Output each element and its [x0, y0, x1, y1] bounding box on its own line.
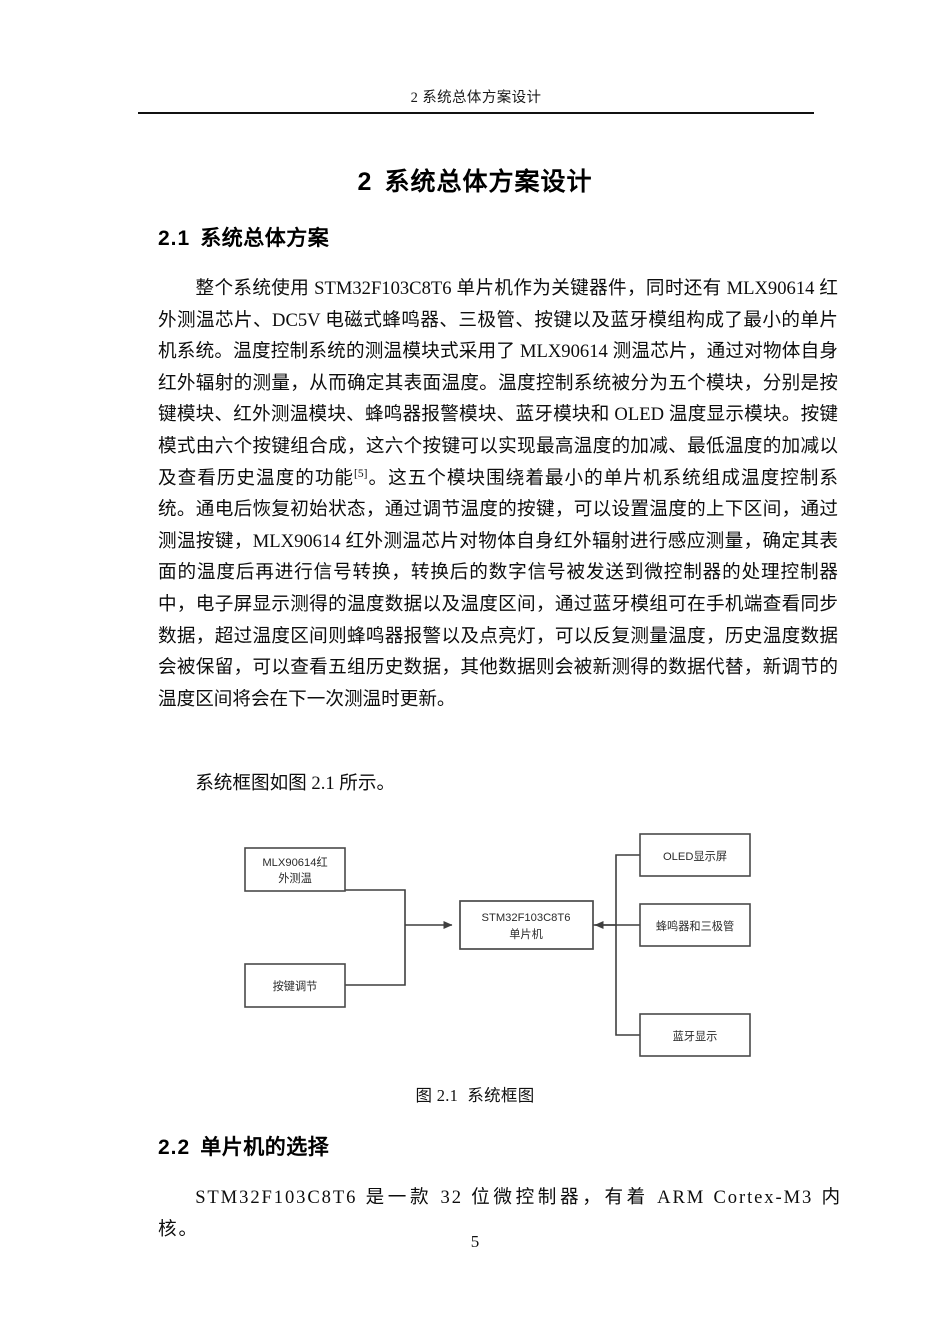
paragraph-system-overview: 整个系统使用 STM32F103C8T6 单片机作为关键器件，同时还有 MLX9… [158, 273, 838, 715]
page-number: 5 [470, 1232, 480, 1251]
running-header: 2 系统总体方案设计 [410, 90, 542, 106]
header-rule [138, 112, 814, 114]
diagram-box-oled: OLED显示屏 [639, 833, 751, 877]
diagram-box-sensor: MLX90614红 外测温 [244, 847, 346, 892]
section-heading-2-1: 2.1 系统总体方案 [158, 222, 329, 252]
section-number-2-1: 2.1 [158, 227, 191, 250]
figure-reference-text: 系统框图如图 2.1 所示。 [195, 773, 396, 794]
chapter-title: 2 系统总体方案设计 [0, 162, 950, 198]
section-title-2-1: 系统总体方案 [200, 227, 330, 250]
section-heading-2-2: 2.2 单片机的选择 [158, 1131, 329, 1161]
paragraph-part-b: 。这五个模块围绕着最小的单片机系统组成温度控制系统。通电后恢复初始状态，通过调节… [158, 467, 838, 710]
diagram-box-buzzer: 蜂鸣器和三极管 [639, 903, 751, 947]
figure-caption-text: 系统框图 [467, 1086, 535, 1105]
citation-marker: [5] [354, 467, 368, 480]
diagram-box-mcu-label-line2: 单片机 [509, 927, 543, 941]
figure-caption: 图 2.1 系统框图 [0, 1082, 950, 1106]
diagram-box-sensor-label-line1: MLX90614红 [262, 856, 327, 869]
paragraph-mcu-selection: STM32F103C8T6 是一款 32 位微控制器，有着 ARM Cortex… [158, 1182, 842, 1245]
diagram-box-oled-label: OLED显示屏 [663, 850, 727, 863]
paragraph-part-a: 整个系统使用 STM32F103C8T6 单片机作为关键器件，同时还有 MLX9… [158, 278, 838, 489]
system-block-diagram: MLX90614红 外测温 按键调节 STM32F103C8T6 单片机 OLE… [0, 818, 950, 1078]
connector-outputs-to-mcu [593, 854, 640, 1036]
section-title-2-2: 单片机的选择 [200, 1136, 330, 1159]
diagram-box-bluetooth: 蓝牙显示 [639, 1013, 751, 1057]
chapter-number: 2 [357, 168, 373, 196]
figure-caption-label: 图 2.1 [415, 1086, 459, 1105]
diagram-box-buzzer-label: 蜂鸣器和三极管 [656, 919, 734, 933]
diagram-box-button-label: 按键调节 [273, 979, 318, 993]
paragraph-figure-reference: 系统框图如图 2.1 所示。 [158, 768, 838, 800]
mcu-selection-text: STM32F103C8T6 是一款 32 位微控制器，有着 ARM Cortex… [158, 1187, 842, 1240]
diagram-box-bluetooth-label: 蓝牙显示 [673, 1030, 718, 1043]
chapter-title-text: 系统总体方案设计 [384, 168, 593, 196]
connector-inputs-to-mcu [345, 889, 453, 986]
diagram-box-button: 按键调节 [244, 963, 346, 1008]
section-number-2-2: 2.2 [158, 1136, 191, 1159]
diagram-box-mcu-label-line1: STM32F103C8T6 [482, 912, 571, 924]
diagram-box-mcu: STM32F103C8T6 单片机 [459, 900, 594, 950]
diagram-box-sensor-label-line2: 外测温 [278, 872, 312, 885]
